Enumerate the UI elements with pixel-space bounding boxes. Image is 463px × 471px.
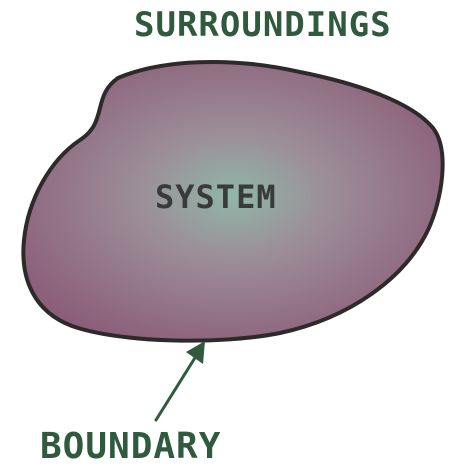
boundary-label: BOUNDARY xyxy=(40,426,221,467)
system-label: SYSTEM xyxy=(155,178,277,216)
surroundings-label: SURROUNDINGS xyxy=(134,5,392,45)
system-region xyxy=(21,59,445,343)
boundary-arrow xyxy=(154,341,205,422)
